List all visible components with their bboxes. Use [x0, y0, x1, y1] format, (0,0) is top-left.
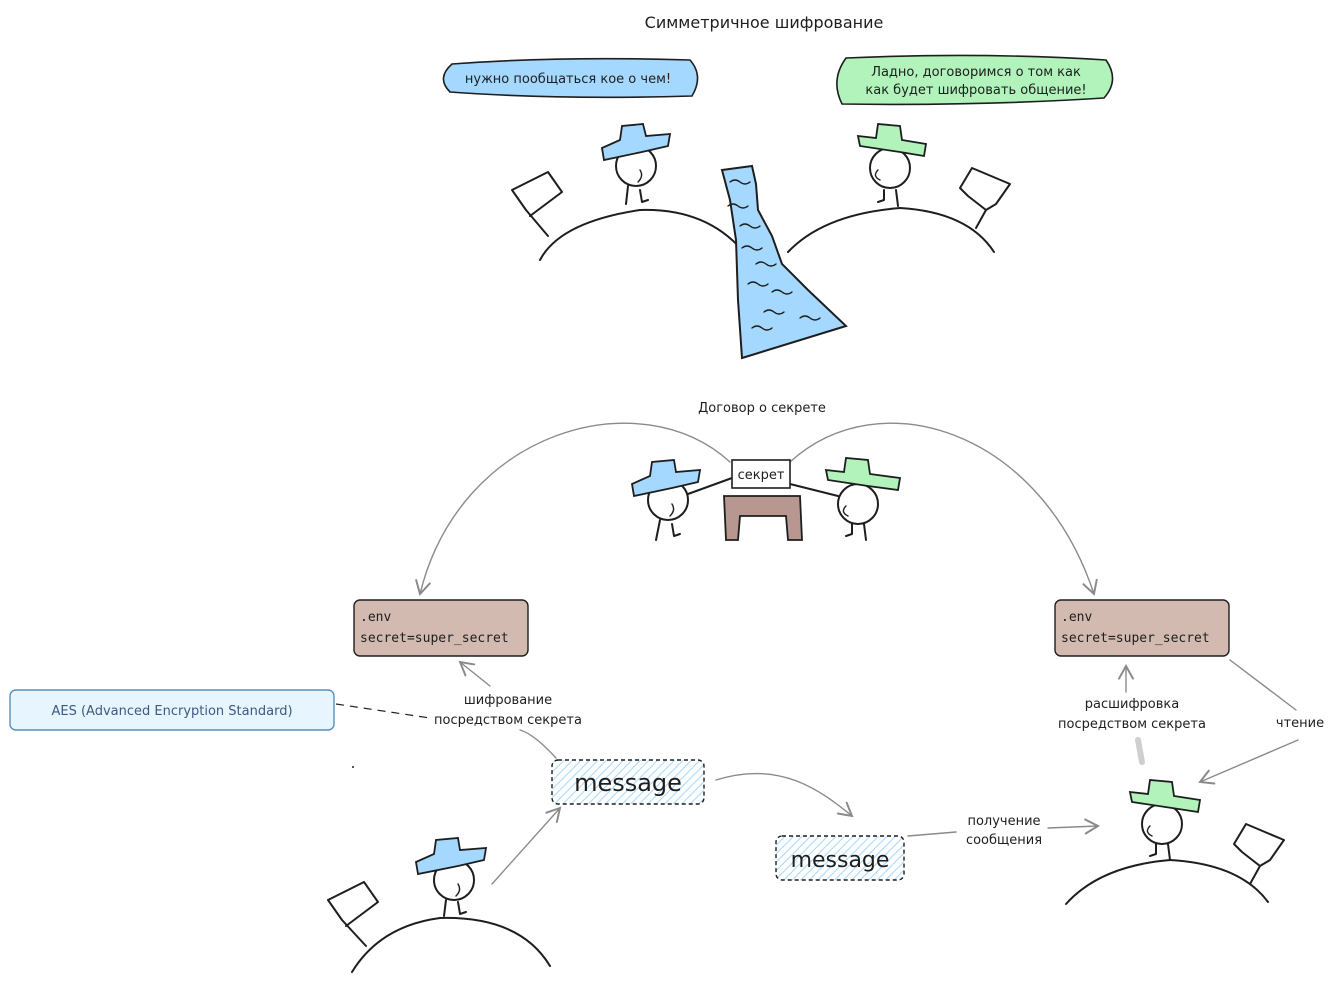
secret-card-label: секрет: [738, 468, 785, 483]
speech-bubble-right-line1: Ладно, договоримся о том как: [871, 65, 1081, 80]
diagram-title: Симметричное шифрование: [645, 13, 884, 32]
arrow-agreement-to-env-right: [789, 422, 1098, 596]
secret-card: секрет: [731, 459, 791, 489]
speech-bubble-right-line2: как будет шифровать общение!: [865, 83, 1086, 98]
hat-green-icon: [1128, 779, 1202, 814]
agreement-label: Договор о секрете: [698, 401, 826, 416]
arrow-encrypt-tail: [519, 729, 557, 759]
arrow-agreement-to-env-left: [415, 422, 731, 596]
aes-box: AES (Advanced Encryption Standard): [9, 689, 335, 731]
hat-green-icon: [824, 457, 902, 492]
flag-right-icon: [959, 167, 1011, 229]
hat-blue-icon: [414, 837, 488, 876]
hat-blue-icon: [600, 123, 672, 162]
message-main-label: message: [574, 769, 682, 797]
arrow-message-send: [715, 772, 854, 818]
read-label: чтение: [1276, 716, 1324, 731]
dashed-link-aes: [335, 703, 431, 719]
receive-label-line2: сообщения: [966, 833, 1042, 848]
env-left-line2: secret=super_secret: [360, 631, 509, 646]
aes-label: AES (Advanced Encryption Standard): [51, 704, 292, 719]
speech-bubble-left: нужно пообщаться кое о чем!: [442, 57, 699, 99]
person-green-top: [856, 123, 928, 207]
arrow-read-start: [1229, 659, 1297, 711]
flag-bottom-left-icon: [327, 881, 379, 947]
hill-bottom-right: [1065, 859, 1269, 905]
receive-label-line1: получение: [967, 814, 1040, 829]
person-blue-agreement: [630, 459, 733, 541]
message-main: message: [551, 759, 705, 805]
table-icon: [723, 495, 803, 541]
encrypt-label-line1: шифрование: [464, 693, 552, 708]
arrow-receive-to-person: [1047, 818, 1101, 835]
env-right-line2: secret=super_secret: [1061, 631, 1210, 646]
decrypt-label-line1: расшифровка: [1085, 697, 1180, 712]
person-green-agreement: [789, 457, 902, 541]
env-right-line1: .env: [1061, 610, 1092, 625]
arrow-encrypt-to-env-left: [458, 660, 491, 687]
flag-bottom-right-icon: [1233, 823, 1285, 885]
message-transit: message: [775, 835, 905, 881]
person-blue-sender: [414, 837, 488, 917]
hill-left: [539, 208, 743, 261]
hat-blue-icon: [630, 459, 702, 498]
arrow-receive-start: [907, 831, 957, 837]
hill-right: [787, 207, 995, 253]
env-box-right: .env secret=super_secret: [1054, 599, 1230, 657]
encrypt-label-line2: посредством секрета: [434, 713, 582, 728]
hill-bottom-left: [351, 916, 551, 973]
speech-bubble-left-text: нужно пообщаться кое о чем!: [465, 72, 671, 87]
decrypt-label-line2: посредством секрета: [1058, 717, 1206, 732]
river: [720, 164, 848, 360]
message-transit-label: message: [791, 848, 890, 873]
env-left-line1: .env: [360, 610, 391, 625]
speech-bubble-right: Ладно, договоримся о том как как будет ш…: [836, 54, 1114, 106]
arrow-sender-to-message: [491, 806, 562, 885]
person-blue-top: [600, 123, 672, 205]
flag-left-icon: [511, 171, 563, 237]
env-box-left: .env secret=super_secret: [353, 599, 529, 657]
hat-green-icon: [856, 123, 928, 158]
stray-dot: [352, 766, 354, 768]
arrow-decrypt-tail: [1135, 737, 1145, 765]
arrow-read-to-person: [1198, 739, 1299, 785]
person-green-receiver: [1128, 779, 1202, 861]
